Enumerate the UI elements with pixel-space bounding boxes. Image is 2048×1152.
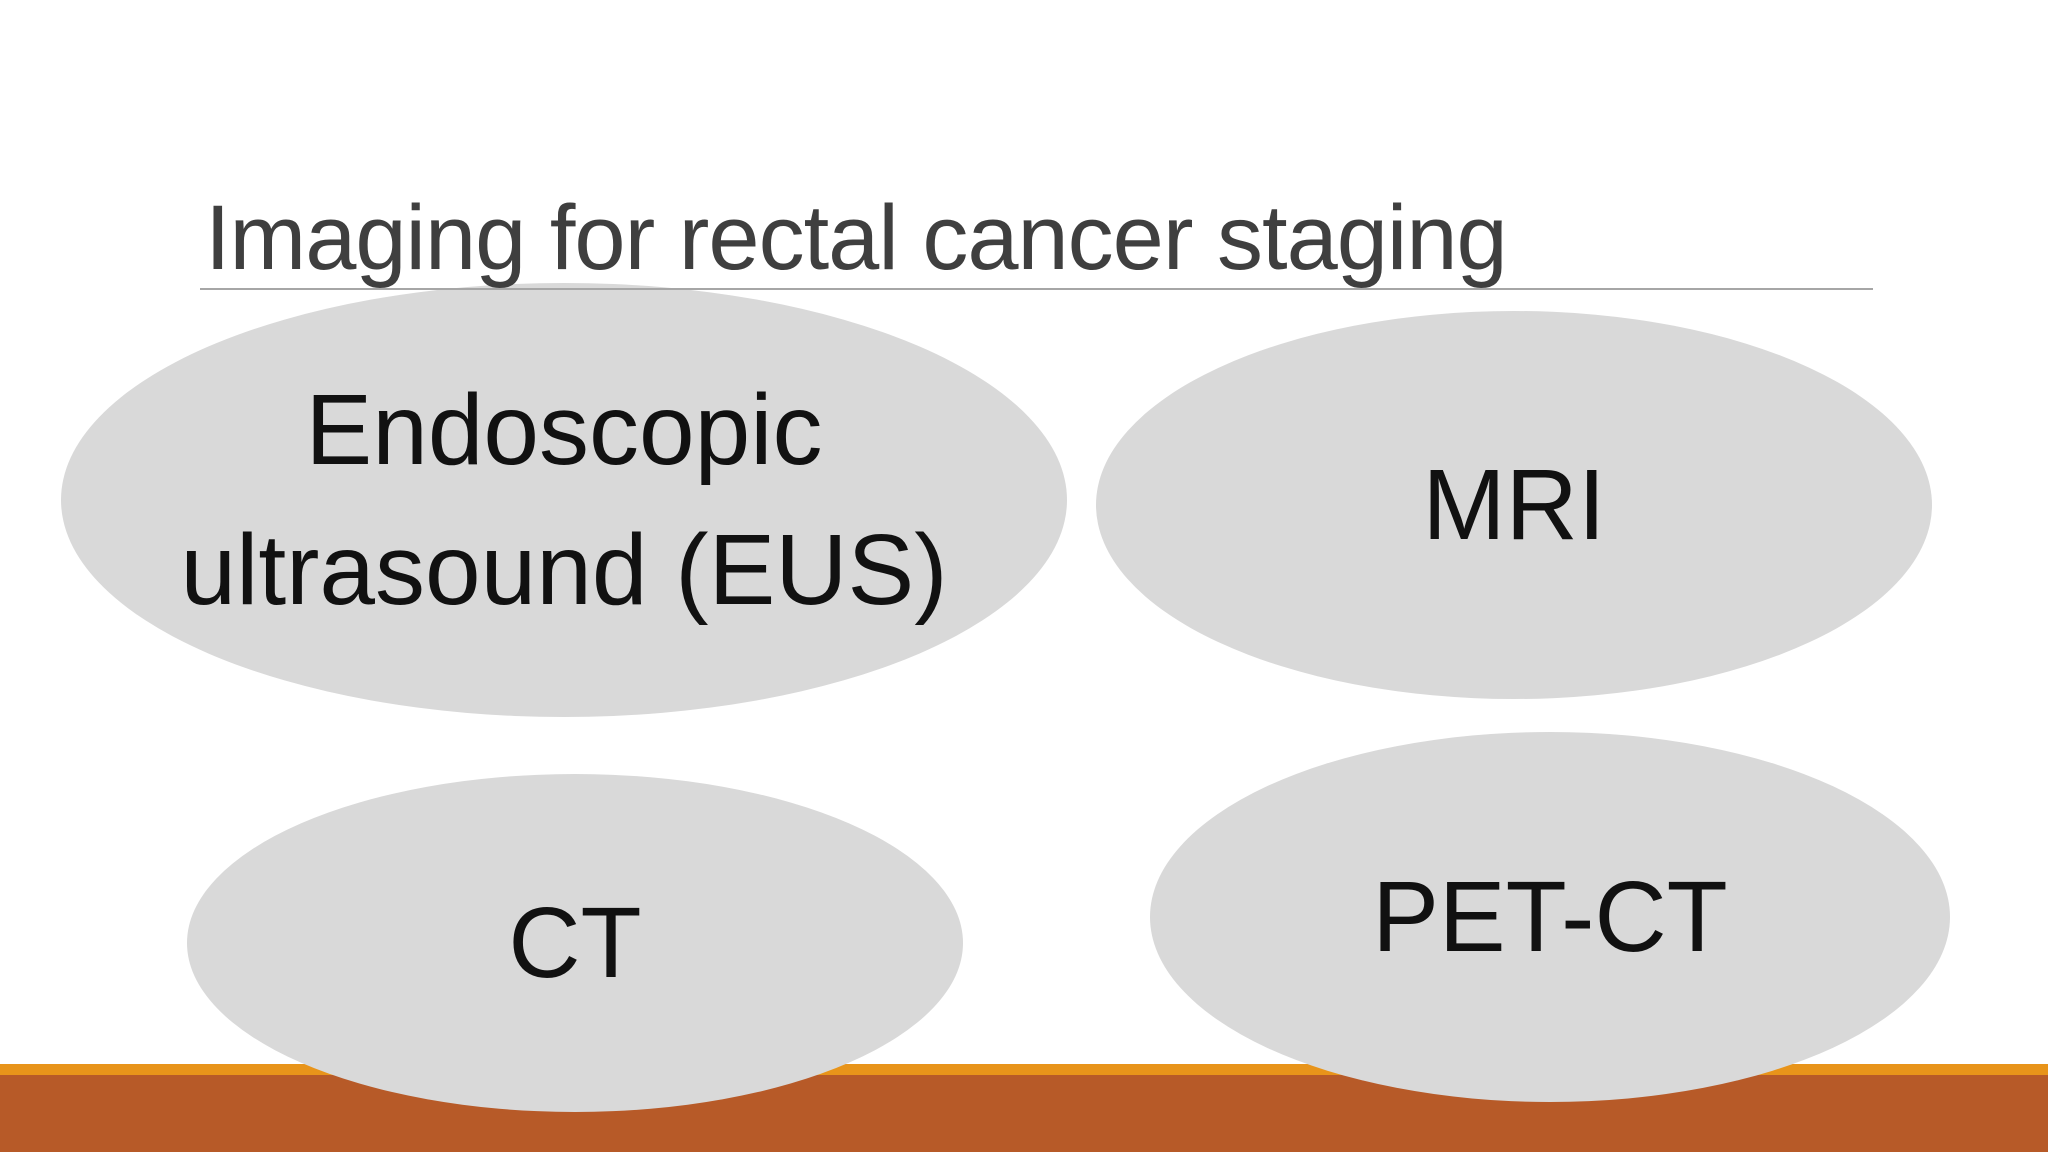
page-title: Imaging for rectal cancer staging	[205, 187, 1508, 289]
petct-label: PET-CT	[1372, 861, 1728, 973]
eus-ellipse: Endoscopic ultrasound (EUS)	[61, 283, 1067, 717]
footer-accent-strip	[0, 1064, 2048, 1075]
petct-ellipse: PET-CT	[1150, 732, 1950, 1102]
ct-label: CT	[508, 887, 642, 999]
mri-label: MRI	[1422, 449, 1606, 561]
mri-ellipse: MRI	[1096, 311, 1932, 699]
ct-ellipse: CT	[187, 774, 963, 1112]
eus-label: Endoscopic ultrasound (EUS)	[180, 374, 948, 626]
title-underline	[200, 288, 1873, 290]
footer-bar	[0, 1075, 2048, 1152]
